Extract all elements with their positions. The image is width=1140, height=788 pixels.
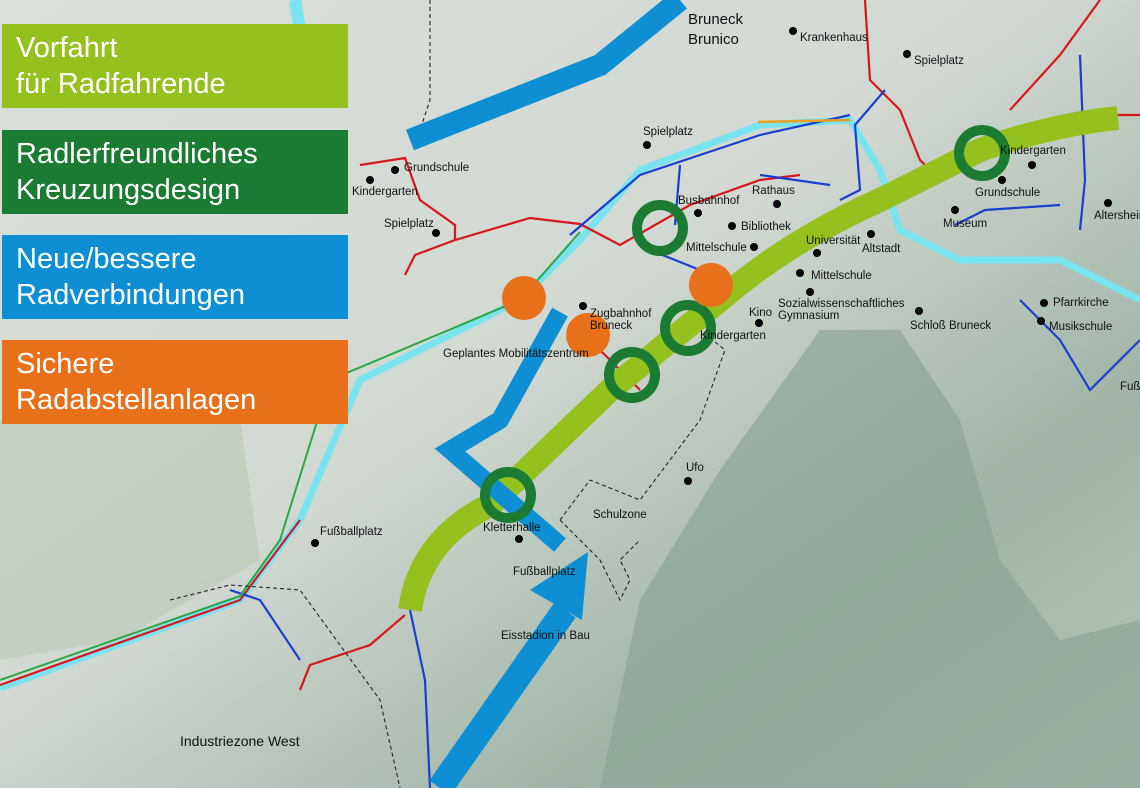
orange-river-path xyxy=(757,118,851,124)
poi-label: Eisstadion in Bau xyxy=(501,630,590,642)
arrow-head xyxy=(530,552,588,620)
poi-label: Schloß Bruneck xyxy=(910,320,991,332)
poi-label: Fußballplatz xyxy=(1120,381,1140,393)
legend-priority-route: Vorfahrt für Radfahrende xyxy=(2,24,348,108)
new-connection-north xyxy=(405,0,687,151)
priority-route xyxy=(398,106,1120,613)
legend-text: Kreuzungsdesign xyxy=(16,174,241,206)
forest-area xyxy=(600,330,1140,788)
poi-label: Kindergarten xyxy=(700,330,766,342)
river-rienz xyxy=(0,116,1140,692)
district-boundaries xyxy=(169,0,726,788)
poi-label: Krankenhaus xyxy=(800,32,868,44)
poi-label: Fußballplatz xyxy=(320,526,383,538)
poi-label: Spielplatz xyxy=(384,218,434,230)
parking-dot[interactable] xyxy=(566,313,610,357)
parking-dot[interactable] xyxy=(502,276,546,320)
crossing-ring[interactable] xyxy=(954,125,1010,181)
poi-label: Geplantes Mobilitätszentrum xyxy=(443,348,589,360)
poi-label: Busbahnhof xyxy=(678,195,740,207)
poi-label: Bibliothek xyxy=(741,221,791,233)
legend-text: Radlerfreundliches xyxy=(16,138,258,170)
poi-dots xyxy=(311,27,1112,547)
legend-crossing-design: Radlerfreundliches Kreuzungsdesign xyxy=(2,130,348,214)
poi-label: Gymnasium xyxy=(778,310,839,322)
poi-label: Grundschule xyxy=(404,162,469,174)
poi-label: Rathaus xyxy=(752,185,795,197)
meadow-west xyxy=(0,420,260,660)
legend-text: für Radfahrende xyxy=(16,68,226,100)
crossing-ring[interactable] xyxy=(660,300,716,356)
poi-label: Pfarrkirche xyxy=(1053,297,1109,309)
poi-label: Kindergarten xyxy=(1000,145,1066,157)
poi-label: Altstadt xyxy=(862,243,901,255)
town-name-it: Brunico xyxy=(688,31,739,48)
poi-label: Musikschule xyxy=(1049,321,1112,333)
new-connection-station xyxy=(434,307,568,552)
poi-label: Altersheim xyxy=(1094,210,1140,222)
poi-label: Spielplatz xyxy=(914,55,964,67)
legend-text: Sichere xyxy=(16,348,115,380)
poi-label: Kindergarten xyxy=(352,186,418,198)
poi-label: Museum xyxy=(943,218,987,230)
crossing-ring[interactable] xyxy=(632,200,688,256)
parking-dot[interactable] xyxy=(689,263,733,307)
crossing-ring[interactable] xyxy=(480,467,536,523)
poi-label: Grundschule xyxy=(975,187,1040,199)
legend-new-connections: Neue/bessere Radverbindungen xyxy=(2,235,348,319)
new-connection-south-arrow xyxy=(429,602,576,788)
poi-label: Bruneck xyxy=(590,320,632,332)
poi-label: Sozialwissenschaftliches xyxy=(778,298,905,310)
poi-label: Fußballplatz xyxy=(513,566,576,578)
legend-bike-parking: Sichere Radabstellanlagen xyxy=(2,340,348,424)
poi-label: Zugbahnhof xyxy=(590,308,652,320)
bike-parking xyxy=(502,263,733,357)
poi-label: Mittelschule xyxy=(811,270,872,282)
legend-text: Vorfahrt xyxy=(16,32,118,64)
poi-label: Schulzone xyxy=(593,509,647,521)
poi-label: Kletterhalle xyxy=(483,522,541,534)
poi-label: Spielplatz xyxy=(643,126,693,138)
legend-text: Neue/bessere xyxy=(16,243,197,275)
poi-label: Mittelschule xyxy=(686,242,747,254)
crossing-ring[interactable] xyxy=(604,347,660,403)
crossing-rings xyxy=(480,125,1010,523)
poi-label: Ufo xyxy=(686,462,704,474)
legend-text: Radabstellanlagen xyxy=(16,384,257,416)
poi-label: Universität xyxy=(806,235,861,247)
poi-label: Kino xyxy=(749,307,772,319)
town-name: Bruneck xyxy=(688,11,744,28)
legend-text: Radverbindungen xyxy=(16,279,245,311)
area-label: Industriezone West xyxy=(180,733,300,749)
